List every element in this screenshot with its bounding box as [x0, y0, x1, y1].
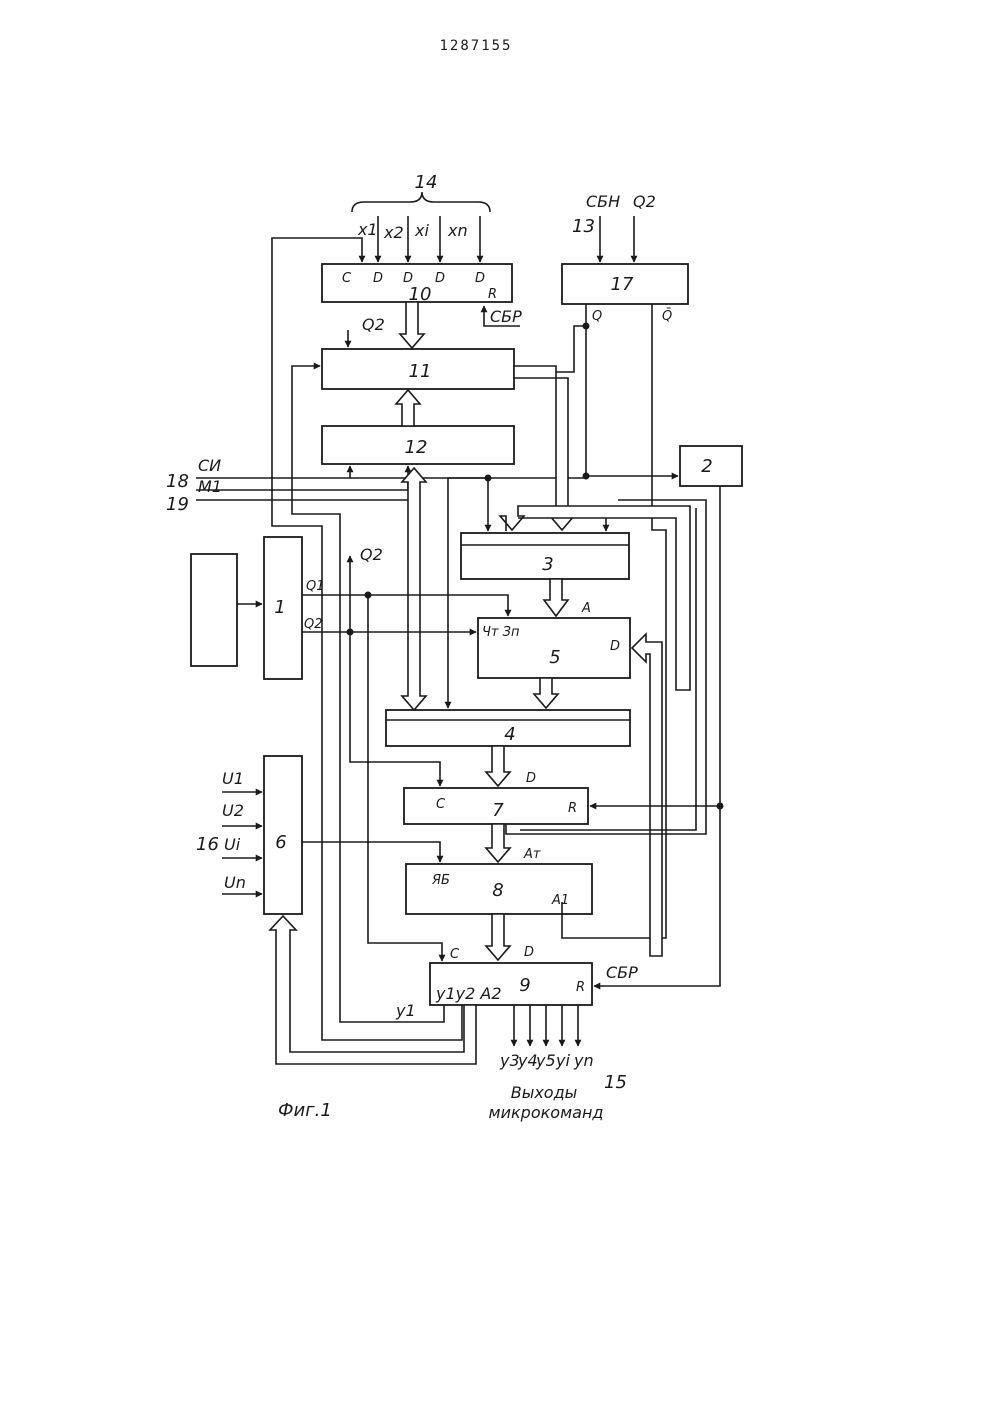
- ref-14: 14: [415, 172, 438, 193]
- port-8-a1: A1: [551, 893, 569, 908]
- label-y3: y3: [499, 1051, 520, 1070]
- block-17-number: 17: [611, 274, 634, 295]
- label-xn: xn: [447, 221, 468, 240]
- port-7-d: D: [526, 771, 536, 786]
- port-7-r: R: [568, 801, 577, 816]
- label-qbar: Q̄: [662, 309, 672, 324]
- label-ui: Ui: [224, 835, 241, 854]
- block-12-number: 12: [405, 437, 428, 458]
- port-5-rdwr: Чт Зп: [482, 625, 520, 640]
- label-sbr-10: СБР: [490, 307, 522, 326]
- bus-3-5: [544, 579, 568, 616]
- ref-16: 16: [196, 834, 219, 855]
- bus-12-4: [402, 468, 426, 710]
- wire-q1: [302, 595, 508, 616]
- label-ci: СИ: [198, 456, 221, 475]
- port-3-a: A: [581, 601, 591, 616]
- port-9-c: C: [450, 947, 460, 962]
- port-10-c: C: [342, 271, 352, 286]
- ref-13: 13: [572, 216, 595, 237]
- label-m1: M1: [198, 477, 222, 496]
- label-sbr-9: СБР: [606, 963, 638, 982]
- bus-4-7: [486, 746, 510, 786]
- label-y5: y5: [535, 1051, 556, 1070]
- page-number: 1287155: [439, 38, 512, 54]
- brace-14: [352, 192, 490, 212]
- label-y1: y1: [395, 1001, 416, 1020]
- port-10-d4: D: [475, 271, 485, 286]
- block-8-number: 8: [492, 880, 503, 901]
- outputs-caption-line2: микрокоманд: [489, 1103, 604, 1122]
- label-q: Q: [592, 309, 602, 324]
- outputs-caption-line1: Выходы: [511, 1083, 578, 1102]
- figure-caption: Фиг.1: [278, 1100, 332, 1121]
- block-5-number: 5: [549, 647, 560, 668]
- label-u2: U2: [222, 801, 244, 820]
- block-4-number: 4: [504, 724, 515, 745]
- block-generator: [191, 554, 237, 666]
- port-9-r: R: [576, 980, 585, 995]
- label-q2-gen: Q2: [304, 617, 323, 632]
- label-x2: x2: [383, 223, 404, 242]
- label-un: Un: [224, 873, 246, 892]
- bus-5-4: [534, 678, 558, 708]
- wire-q2-down: [350, 632, 440, 786]
- block-11-number: 11: [409, 361, 432, 382]
- port-7-c: C: [436, 797, 446, 812]
- label-yi: yi: [555, 1051, 570, 1070]
- block-1-number: 1: [274, 597, 285, 618]
- label-xi: xi: [414, 221, 429, 240]
- label-q2-top: Q2: [633, 192, 656, 211]
- block-2-number: 2: [701, 456, 712, 477]
- label-y4: y4: [517, 1051, 538, 1070]
- port-8-at: Aт: [523, 847, 541, 862]
- ref-15: 15: [604, 1072, 627, 1093]
- port-10-r: R: [488, 287, 497, 302]
- block-7-number: 7: [492, 800, 504, 821]
- port-10-d2: D: [403, 271, 413, 286]
- ref-18: 18: [166, 471, 189, 492]
- block-3-number: 3: [542, 554, 553, 575]
- label-u1: U1: [222, 769, 244, 788]
- bus-8-9: [486, 914, 510, 960]
- port-8-yb: ЯБ: [431, 873, 450, 888]
- label-yn: yn: [573, 1051, 594, 1070]
- label-x1: x1: [357, 220, 378, 239]
- port-10-d1: D: [373, 271, 383, 286]
- port-5-d: D: [610, 639, 620, 654]
- label-sbn: СБН: [586, 192, 620, 211]
- block-6-number: 6: [275, 832, 286, 853]
- bus-into-5: [632, 634, 662, 956]
- label-q2-11: Q2: [362, 315, 385, 334]
- port-10-d3: D: [435, 271, 445, 286]
- bus-10-11: [400, 302, 424, 348]
- block-9-number: 9: [519, 975, 530, 996]
- label-y1y2a2: y1y2 A2: [435, 984, 502, 1003]
- bus-12-11: [396, 390, 420, 426]
- wire-q-to-11: [514, 326, 586, 372]
- ref-19: 19: [166, 494, 189, 515]
- port-9-d: D: [524, 945, 534, 960]
- label-q2-mid: Q2: [360, 545, 383, 564]
